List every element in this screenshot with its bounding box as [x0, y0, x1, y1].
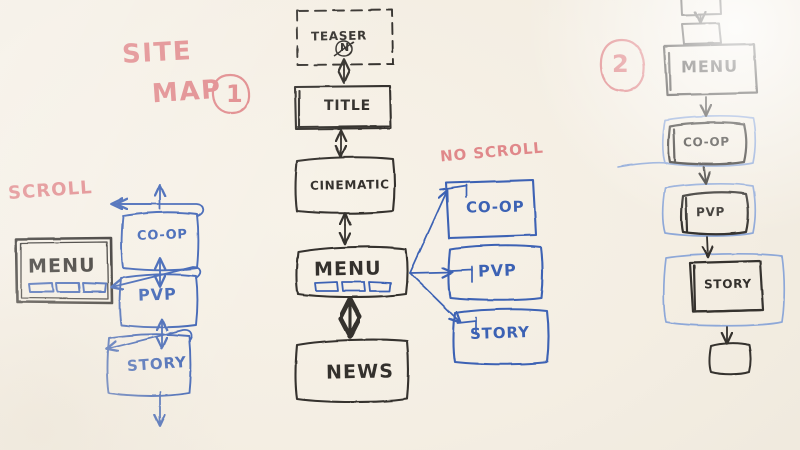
title-box	[293, 84, 393, 131]
center-menu-nav-buttons	[314, 281, 392, 292]
news-box	[294, 338, 410, 404]
right-co-op-box	[667, 121, 748, 166]
right-pvp-box	[680, 191, 750, 236]
cinematic-box	[294, 156, 396, 215]
noscroll-story-box	[452, 308, 550, 366]
right-menu-box	[662, 42, 759, 97]
right-story-box	[688, 259, 765, 314]
left-menu-box	[14, 236, 114, 305]
right-top-box-a	[680, 0, 722, 16]
teaser-box	[296, 9, 394, 66]
right-badge-circle	[599, 38, 646, 93]
right-column-arrows	[700, 15, 727, 343]
right-stray-blue-marks	[617, 161, 669, 168]
teaser-badge-circle	[333, 40, 355, 57]
right-story-outline	[662, 252, 786, 327]
left-menu-box-inner	[20, 241, 109, 300]
noscroll-pvp-box	[447, 244, 544, 302]
heading-badge-circle	[211, 73, 251, 115]
noscroll-co-op-box	[444, 178, 538, 240]
right-top-box-b	[681, 22, 722, 45]
left-story-box	[106, 333, 192, 397]
right-bottom-box	[708, 342, 752, 376]
left-menu-nav-buttons	[28, 282, 107, 293]
